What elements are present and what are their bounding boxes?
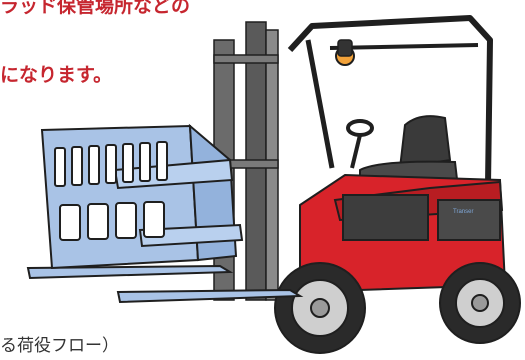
overhead-guard [287, 15, 493, 186]
caption-text-top: ラッド保管場所などの [0, 0, 191, 17]
front-wheel [274, 262, 366, 354]
body [299, 173, 507, 294]
brand-badge: Transer [453, 209, 473, 215]
cage-attachment [40, 123, 244, 270]
forks [26, 264, 304, 304]
caption-text-middle: になります。 [0, 64, 113, 86]
rear-wheel [439, 262, 521, 344]
caption-text-bottom: る荷役フロー） [0, 336, 119, 356]
steering-wheel [346, 119, 374, 169]
